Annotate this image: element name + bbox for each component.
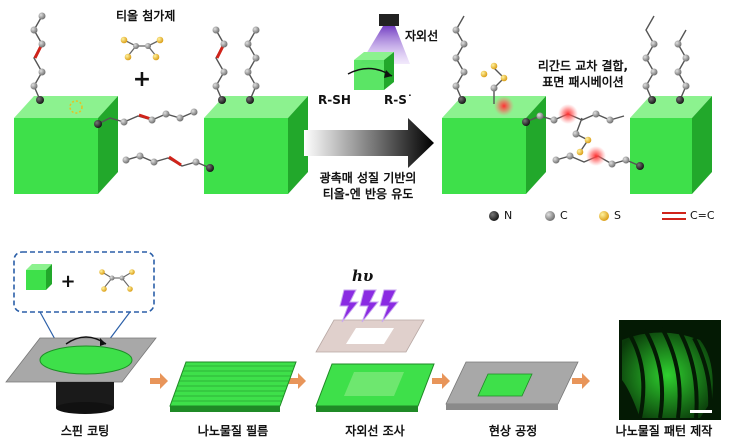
reaction-arrow bbox=[304, 118, 434, 168]
uv-label: 자외선 bbox=[405, 29, 439, 43]
photocatalysis-caption-line2: 티올-엔 반응 유도 bbox=[322, 187, 414, 201]
atom-carbon bbox=[452, 26, 690, 168]
step-label-spin-coating: 스핀 코팅 bbox=[60, 424, 110, 438]
photomask bbox=[315, 319, 425, 353]
legend-label: S bbox=[614, 209, 621, 222]
atom-carbon bbox=[30, 12, 260, 166]
photocatalysis-caption-line1: 광촉매 성질 기반의 bbox=[319, 171, 417, 185]
uv-light-bolts bbox=[339, 289, 400, 323]
step-label-development: 현상 공정 bbox=[488, 424, 538, 438]
nanocrystal-cube-crosslinked-right bbox=[630, 96, 712, 194]
crosslink-glow bbox=[494, 96, 606, 166]
step-label-pattern: 나노물질 패턴 제작 bbox=[615, 424, 713, 438]
rs-label: R-S˙ bbox=[384, 93, 413, 107]
developed-substrate bbox=[445, 361, 579, 410]
rsh-label: R-SH bbox=[318, 93, 351, 107]
legend-item-c: C bbox=[560, 209, 568, 222]
exposed-film bbox=[315, 363, 435, 412]
nanocrystal-cube-middle bbox=[204, 96, 308, 194]
step-label-uv-exposure: 자외선 조사 bbox=[345, 424, 405, 438]
spin-coater bbox=[5, 336, 157, 414]
legend-label: N bbox=[504, 209, 513, 222]
legend bbox=[489, 211, 686, 221]
plus-sign: + bbox=[133, 67, 151, 92]
legend-label: C=C bbox=[690, 209, 715, 222]
crosslink-caption-line1: 리간드 교차 결합, bbox=[537, 59, 629, 73]
callout-thiol-molecule bbox=[99, 269, 135, 292]
callout-cube bbox=[26, 264, 52, 290]
zebra-pattern-image bbox=[619, 320, 721, 420]
legend-item-alkene: C=C bbox=[690, 209, 715, 222]
film-texture bbox=[171, 365, 295, 402]
atom-nitrogen bbox=[36, 96, 254, 172]
reaction-site-marker bbox=[69, 100, 83, 114]
nanocrystal-cube-crosslinked-left bbox=[442, 96, 546, 194]
step-label-film: 나노물질 필름 bbox=[197, 424, 269, 438]
hv-label: hυ bbox=[352, 267, 374, 285]
atom-nitrogen bbox=[458, 96, 684, 170]
small-cube bbox=[354, 52, 394, 90]
atom-sulfur bbox=[480, 62, 592, 156]
legend-label: C bbox=[560, 209, 568, 222]
callout-plus: + bbox=[60, 271, 75, 292]
thiol-additive-label: 티올 첨가제 bbox=[116, 9, 176, 23]
thiol-additive-molecule bbox=[120, 36, 164, 61]
legend-item-s: S bbox=[614, 209, 621, 222]
crosslink-caption-line2: 표면 패시베이션 bbox=[542, 75, 624, 89]
nanomaterial-film bbox=[169, 361, 297, 412]
cycle-arrowhead bbox=[384, 70, 392, 78]
nanocrystal-cube-left bbox=[14, 96, 118, 194]
process-arrow bbox=[150, 373, 590, 389]
legend-item-n: N bbox=[504, 209, 512, 222]
